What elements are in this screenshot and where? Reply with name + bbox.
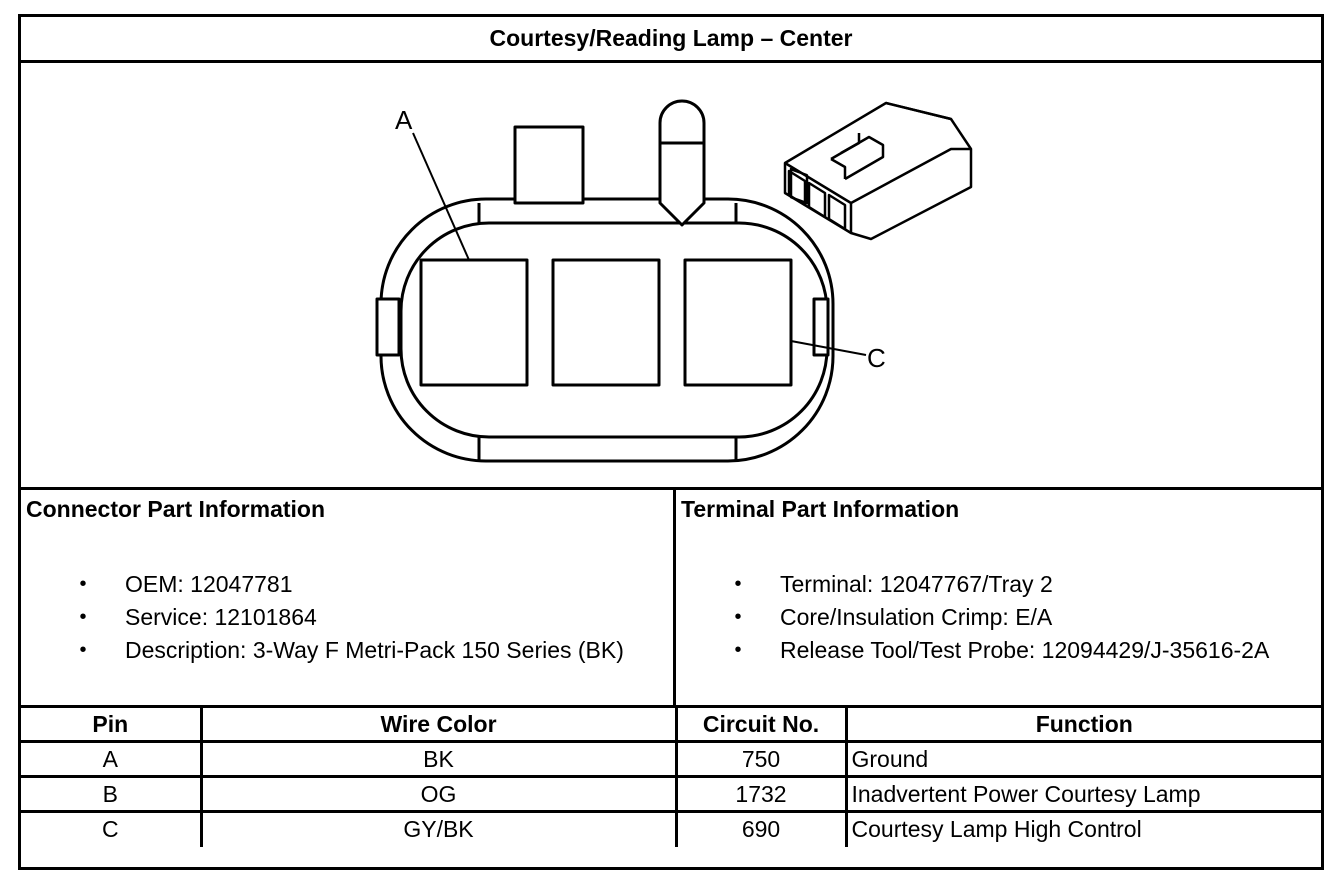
terminal-info-heading: Terminal Part Information [681,496,960,522]
list-item: • Release Tool/Test Probe: 12094429/J-356… [728,634,1269,667]
table-header-row: Pin Wire Color Circuit No. Function [21,705,1321,743]
list-item: • Description: 3-Way F Metri-Pack 150 Ser… [73,634,624,667]
polarizing-key [658,99,706,227]
cell-wire-color: GY/BK [199,810,678,847]
table-row: A BK 750 Ground [21,740,1321,778]
connector-sheet: Courtesy/Reading Lamp – Center [18,14,1324,870]
terminal-info-list: • Terminal: 12047767/Tray 2 • Core/Insulat… [728,568,1269,667]
callout-leader-c [790,340,867,356]
cell-circuit-no: 750 [674,740,848,778]
bullet-icon: • [79,639,87,661]
connector-service: Service: 12101864 [125,604,317,630]
table-row: B OG 1732 Inadvertent Power Courtesy Lam… [21,775,1321,813]
housing-inner [399,221,829,439]
list-item: • OEM: 12047781 [73,568,624,601]
connector-part-info: Connector Part Information • OEM: 1204778… [21,487,676,705]
cell-wire-color: BK [199,740,678,778]
bullet-icon: • [734,606,742,628]
cell-pin: C [21,810,203,847]
cell-function: Courtesy Lamp High Control [844,810,1321,847]
connector-description: Description: 3-Way F Metri-Pack 150 Seri… [125,637,624,663]
cell-wire-color: OG [199,775,678,813]
cavity-a [419,258,529,387]
cell-function: Ground [844,740,1321,778]
header-pin: Pin [21,705,203,743]
housing-outer [379,197,835,463]
list-item: • Terminal: 12047767/Tray 2 [728,568,1269,601]
header-function: Function [844,705,1321,743]
pin-table: Pin Wire Color Circuit No. Function A BK… [21,705,1321,847]
connector-iso-sketch [783,101,973,241]
cell-pin: B [21,775,203,813]
side-latch-left [375,297,401,357]
list-item: • Service: 12101864 [73,601,624,634]
connector-face-drawing: A C [375,99,973,463]
terminal-crimp: Core/Insulation Crimp: E/A [780,604,1053,630]
terminal-part-info: Terminal Part Information • Terminal: 120… [676,487,1324,705]
callout-c-label: C [867,343,886,373]
bullet-icon: • [79,573,87,595]
side-latch-right [812,297,830,357]
top-lock-tab [513,125,585,205]
connector-info-heading: Connector Part Information [26,496,326,522]
cell-circuit-no: 690 [674,810,848,847]
bullet-icon: • [79,606,87,628]
callout-leader-a [412,132,470,261]
bullet-icon: • [734,639,742,661]
cavity-b [551,258,661,387]
connector-info-list: • OEM: 12047781 • Service: 12101864 • Descr… [73,568,624,667]
list-item: • Core/Insulation Crimp: E/A [728,601,1269,634]
header-wire-color: Wire Color [199,705,678,743]
connector-diagram: A C [21,63,1321,487]
connector-oem: OEM: 12047781 [125,571,293,597]
cell-function: Inadvertent Power Courtesy Lamp [844,775,1321,813]
header-circuit-no: Circuit No. [674,705,848,743]
table-row: C GY/BK 690 Courtesy Lamp High Control [21,810,1321,847]
callout-a-label: A [395,105,413,135]
bullet-icon: • [734,573,742,595]
terminal-release-tool: Release Tool/Test Probe: 12094429/J-3561… [780,637,1270,663]
terminal-number: Terminal: 12047767/Tray 2 [780,571,1053,597]
cell-circuit-no: 1732 [674,775,848,813]
page-title: Courtesy/Reading Lamp – Center [21,17,1321,63]
cell-pin: A [21,740,203,778]
cavity-c [683,258,793,387]
